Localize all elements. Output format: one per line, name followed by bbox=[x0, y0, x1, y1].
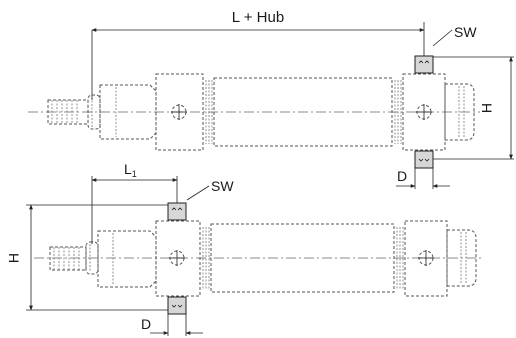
bottom-wrench-flat-lower bbox=[167, 296, 187, 315]
top-cylinder-view bbox=[28, 55, 480, 169]
top-wrench-flat-upper bbox=[414, 55, 434, 74]
top-wrench-flat-lower bbox=[414, 150, 434, 169]
bottom-height-label: H bbox=[6, 253, 22, 263]
stroke-length-label: L + Hub bbox=[232, 9, 284, 26]
bottom-piston-rod bbox=[49, 246, 87, 271]
top-cylinder-tube bbox=[213, 77, 393, 147]
top-front-trunnion bbox=[155, 73, 204, 151]
top-diameter-label: D bbox=[397, 168, 407, 184]
bottom-front-cap bbox=[97, 230, 157, 288]
top-height-label: H bbox=[479, 103, 495, 113]
bottom-wrench-size-label: SW bbox=[211, 178, 234, 194]
bottom-front-trunnion bbox=[155, 220, 201, 297]
bottom-diameter-label: D bbox=[141, 316, 151, 332]
bottom-dimensions: L1 SW H D bbox=[6, 161, 234, 336]
l1-label: L1 bbox=[124, 161, 137, 179]
l1-subscript: 1 bbox=[132, 169, 137, 179]
top-wrench-size-label: SW bbox=[454, 24, 477, 40]
bottom-wrench-flat-upper bbox=[167, 202, 187, 221]
bottom-cylinder-view bbox=[34, 202, 484, 315]
top-dimensions: L + Hub H SW D bbox=[91, 9, 514, 189]
bottom-rear-trunnion bbox=[404, 220, 448, 297]
bottom-cylinder-tube bbox=[210, 223, 395, 293]
